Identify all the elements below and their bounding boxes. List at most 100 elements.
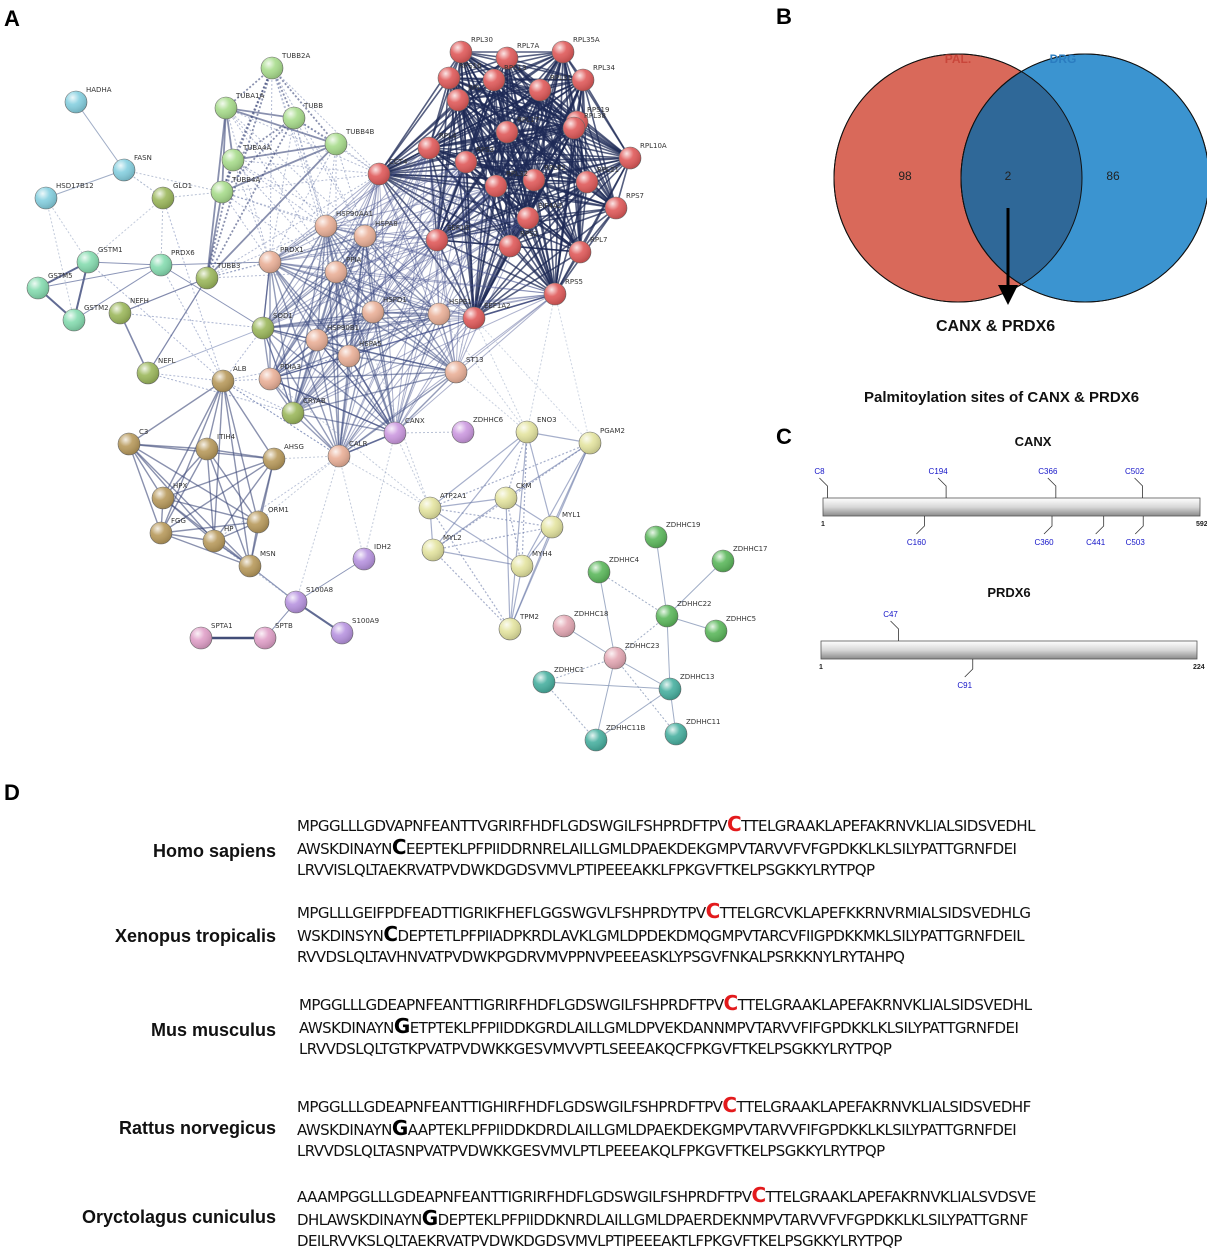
node-hsp90aa1[interactable]: HSP90AA1 (314, 210, 373, 238)
node-rpl35a[interactable]: RPL35A (551, 36, 600, 64)
node-rps5[interactable]: RPS5 (543, 278, 583, 306)
node-ckm[interactable]: CKM (494, 482, 532, 510)
edge-calr-rpl4 (338, 147, 430, 457)
node-zdhhc6[interactable]: ZDHHC6 (451, 416, 504, 444)
node-rpl34[interactable]: RPL34 (571, 64, 615, 92)
node-fasn[interactable]: FASN (112, 154, 152, 182)
node-nefh[interactable]: NEFH (108, 297, 149, 325)
node-rps3[interactable]: RPS3 (454, 146, 494, 174)
node-label: ORM1 (268, 506, 289, 514)
node-zdhhc11b[interactable]: ZDHHC11B (584, 724, 646, 752)
node-zdhhc19[interactable]: ZDHHC19 (644, 521, 701, 549)
node-label: PPIA (346, 256, 362, 264)
node-itih4[interactable]: ITIH4 (195, 433, 236, 461)
node-pdia3[interactable]: PDIA3 (258, 363, 301, 391)
node-tuba4a[interactable]: TUBA4A (221, 144, 271, 172)
sites-title: Palmitoylation sites of CANX & PRDX6 (864, 389, 1140, 406)
node-zdhhc11[interactable]: ZDHHC11 (664, 718, 721, 746)
node-tubb2a[interactable]: TUBB2A (260, 52, 310, 80)
node-zdhhc18[interactable]: ZDHHC18 (552, 610, 609, 638)
node-zdhhc17[interactable]: ZDHHC17 (711, 545, 768, 573)
node-ppia[interactable]: PPIA (324, 256, 362, 284)
node-hadha[interactable]: HADHA (64, 86, 112, 114)
node-hpx[interactable]: HPX (151, 482, 187, 510)
node-atp2a1[interactable]: ATP2A1 (418, 492, 466, 520)
node-hspa8[interactable]: HSPA8 (353, 220, 398, 248)
node-gstm1[interactable]: GSTM1 (76, 246, 123, 274)
node-tubb4b[interactable]: TUBB4B (324, 128, 374, 156)
node-calr[interactable]: CALR (327, 440, 368, 468)
node-cct4[interactable]: CCT4 (367, 158, 408, 186)
node-rps13[interactable]: RPS13 (482, 64, 526, 92)
node-myh4[interactable]: MYH4 (510, 550, 553, 578)
node-prdx1[interactable]: PRDX1 (258, 246, 304, 274)
node-sod1[interactable]: SOD1 (251, 312, 293, 340)
node-eef1g[interactable]: EEF1G (425, 224, 470, 252)
node-rpl7a[interactable]: RPL7A (495, 42, 539, 70)
node-hsp90b1[interactable]: HSP90B1 (305, 324, 359, 352)
node-rps2[interactable]: RPS2 (498, 230, 538, 258)
node-msn[interactable]: MSN (238, 550, 276, 578)
node-ahsg[interactable]: AHSG (262, 443, 304, 471)
node-pgam2[interactable]: PGAM2 (578, 427, 625, 455)
node-rpl4[interactable]: RPL4 (417, 132, 457, 160)
node-alb[interactable]: ALB (211, 365, 247, 393)
node-orm1[interactable]: ORM1 (246, 506, 289, 534)
node-tubb[interactable]: TUBB (282, 102, 323, 130)
node-eno3[interactable]: ENO3 (515, 416, 557, 444)
node-hp[interactable]: HP (202, 525, 234, 553)
node-s100a9[interactable]: S100A9 (330, 617, 379, 645)
node-rpl[interactable]: RPL (446, 84, 481, 112)
node-rpl7[interactable]: RPL7 (568, 236, 607, 264)
node-zdhhc5[interactable]: ZDHHC5 (704, 615, 756, 643)
node-spta1[interactable]: SPTA1 (189, 622, 233, 650)
node-eef1a2[interactable]: EEF1A2 (462, 302, 511, 330)
node-s100a8[interactable]: S100A8 (284, 586, 333, 614)
node-shine (325, 261, 347, 283)
node-rpl38[interactable]: RPL38 (562, 112, 606, 140)
node-tpm2[interactable]: TPM2 (498, 613, 539, 641)
node-canx[interactable]: CANX (383, 417, 425, 445)
node-tuba1a[interactable]: TUBA1A (214, 92, 264, 120)
node-idh2[interactable]: IDH2 (352, 543, 391, 571)
node-rps16[interactable]: RPS16 (437, 62, 482, 90)
node-nefl[interactable]: NEFL (136, 357, 176, 385)
node-rpl10a[interactable]: RPL10A (618, 142, 667, 170)
node-sptb[interactable]: SPTB (253, 622, 293, 650)
node-hsd17b12[interactable]: HSD17B12 (34, 182, 94, 210)
node-rpl30[interactable]: RPL30 (449, 36, 493, 64)
node-rpl32[interactable]: RPL32 (484, 170, 528, 198)
node-zdhhc13[interactable]: ZDHHC13 (658, 673, 715, 701)
node-rplp2[interactable]: RPLP2 (522, 164, 566, 192)
node-c3[interactable]: C3 (117, 428, 148, 456)
node-zdhhc23[interactable]: ZDHHC23 (603, 642, 660, 670)
node-zdhhc22[interactable]: ZDHHC22 (655, 600, 712, 628)
node-glo1[interactable]: GLO1 (151, 182, 192, 210)
node-tubb3[interactable]: TUBB3 (195, 262, 240, 290)
node-cryab[interactable]: CRYAB (281, 397, 326, 425)
node-rpl17[interactable]: RPL17 (495, 116, 539, 144)
node-rps7[interactable]: RPS7 (604, 192, 644, 220)
node-rpl21[interactable]: RPL21 (575, 166, 619, 194)
node-zdhhc4[interactable]: ZDHHC4 (587, 556, 640, 584)
node-fgg[interactable]: FGG (149, 517, 186, 545)
node-hspd1[interactable]: HSPD1 (361, 296, 407, 324)
node-shine (285, 591, 307, 613)
node-eif4a2[interactable]: EIF4A2 (516, 202, 562, 230)
protein-length-label: 224 (1193, 664, 1205, 671)
node-tubb4a[interactable]: TUBB4A (210, 176, 260, 204)
node-hspe1[interactable]: HSPE1 (427, 298, 472, 326)
node-myl1[interactable]: MYL1 (540, 511, 581, 539)
node-myl2[interactable]: MYL2 (421, 534, 462, 562)
node-prdx6[interactable]: PRDX6 (149, 249, 195, 277)
node-st13[interactable]: ST13 (444, 356, 484, 384)
node-shine (645, 526, 667, 548)
edge-rpl17-rps7 (506, 131, 617, 209)
node-gstm5[interactable]: GSTM5 (26, 272, 73, 300)
sequence-segment: AAAMPGGLLLGDEAPNFEANTTIGRIRFHDFLGDSWGILF… (297, 1188, 752, 1206)
node-rpl31[interactable]: RPL31 (528, 74, 572, 102)
node-hspa5[interactable]: HSPA5 (337, 340, 382, 368)
node-label: EEF1A2 (484, 302, 511, 310)
node-gstm2[interactable]: GSTM2 (62, 304, 109, 332)
node-zdhhc1[interactable]: ZDHHC1 (532, 666, 584, 694)
